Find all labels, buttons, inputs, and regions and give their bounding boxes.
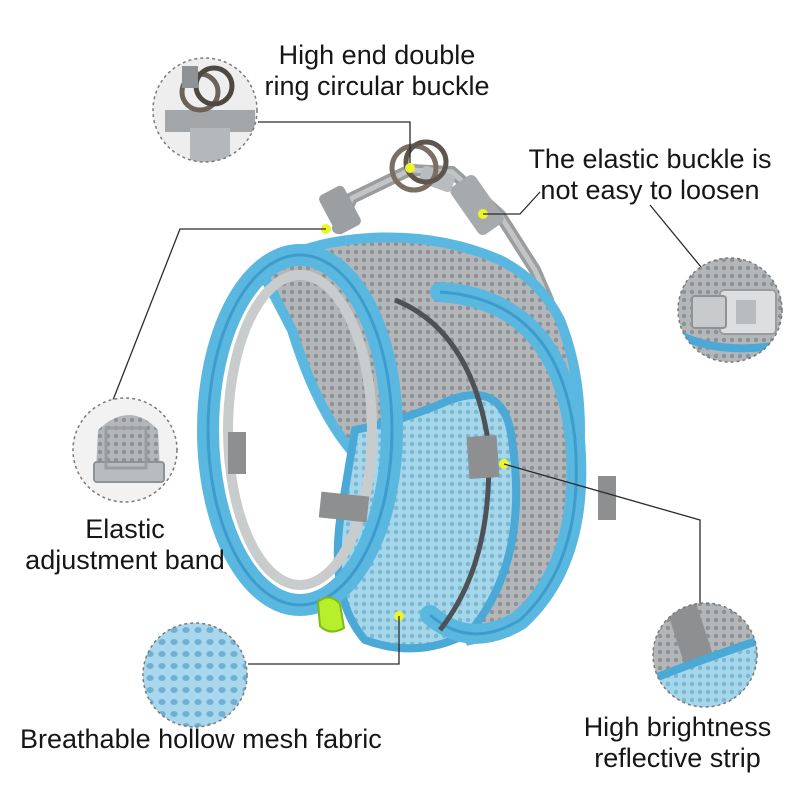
reflective-strips: [228, 432, 616, 523]
mesh-fabric-callout-line1: Breathable hollow mesh fabric: [20, 724, 382, 754]
reflective-strip-callout: High brightness reflective strip: [550, 712, 800, 774]
elastic-buckle-callout-line1: The elastic buckle is: [528, 144, 772, 174]
reflective-strip-icon: [652, 602, 758, 708]
adjustment-band-icon: [72, 397, 178, 503]
adjustment-band-callout-line2: adjustment band: [25, 545, 225, 575]
mesh-fabric-icon: [142, 622, 248, 728]
adjustment-band-callout: Elastic adjustment band: [0, 514, 250, 576]
side-release-buckle-icon: [677, 257, 783, 363]
elastic-buckle-callout: The elastic buckle is not easy to loosen: [490, 144, 800, 206]
reflective-strip-callout-line1: High brightness: [583, 712, 772, 742]
ring-buckle-callout: High end double ring circular buckle: [232, 40, 522, 102]
ring-buckle-callout-line2: ring circular buckle: [264, 71, 490, 101]
elastic-buckle-callout-line2: not easy to loosen: [540, 175, 760, 205]
harness-body: [197, 139, 616, 653]
top-hardware: [319, 139, 504, 236]
ring-buckle-icon: [152, 57, 258, 163]
mesh-fabric-callout: Breathable hollow mesh fabric: [0, 724, 440, 755]
leader-lines: [112, 121, 711, 665]
ring-buckle-callout-line1: High end double: [278, 40, 476, 70]
adjustment-band-callout-line1: Elastic: [85, 514, 165, 544]
reflective-strip-callout-line2: reflective strip: [594, 743, 761, 773]
